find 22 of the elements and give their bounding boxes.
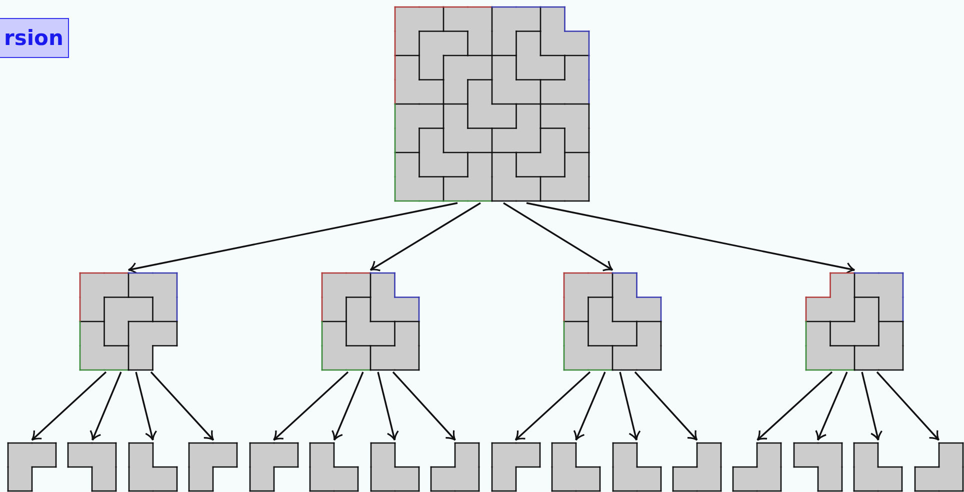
l-tromino-drawing — [490, 442, 541, 492]
l-tromino-drawing — [914, 442, 964, 492]
l-tromino-drawing — [551, 442, 602, 492]
l-tromino-drawing — [370, 442, 420, 492]
title-tab: rsion — [0, 18, 70, 58]
l-tromino-drawing — [792, 442, 843, 492]
tromino-tiling-drawing — [321, 272, 420, 371]
l-tromino-drawing — [672, 442, 722, 492]
tromino-tiling-drawing — [79, 272, 178, 371]
l-tromino-drawing — [67, 442, 118, 492]
l-tromino-drawing — [732, 442, 782, 492]
tromino-tiling-drawing — [563, 272, 662, 371]
l-tromino-drawing — [430, 442, 480, 492]
l-tromino-drawing — [188, 442, 238, 492]
l-tromino-drawing — [7, 442, 57, 492]
l-tromino-drawing — [309, 442, 360, 492]
l-tromino-drawing — [248, 442, 299, 492]
tromino-tiling-drawing — [805, 272, 904, 371]
tromino-tiling-drawing — [394, 6, 590, 202]
l-tromino-drawing — [853, 442, 904, 492]
l-tromino-drawing — [612, 442, 662, 492]
l-tromino-drawing — [128, 442, 178, 492]
